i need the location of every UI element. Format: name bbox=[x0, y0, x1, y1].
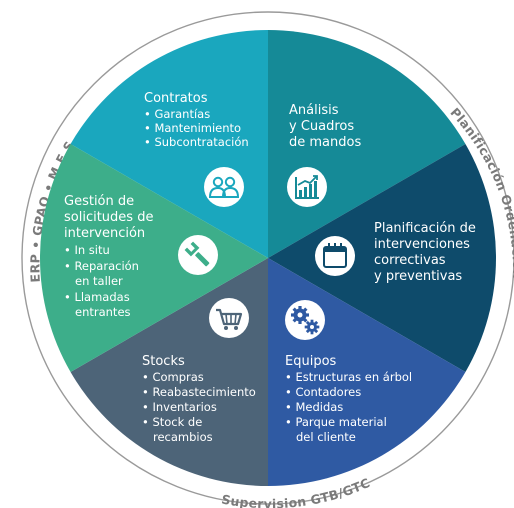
planificacion-title: correctivas bbox=[374, 253, 446, 268]
gestion-item: • Reparación bbox=[64, 259, 139, 273]
stocks-item: • Stock de bbox=[142, 415, 202, 429]
cart-icon bbox=[209, 298, 249, 338]
bar-chart-icon bbox=[287, 167, 327, 207]
equipos-item: • Contadores bbox=[285, 385, 361, 399]
analisis-title: y Cuadros bbox=[289, 119, 354, 134]
segment-planificacion bbox=[268, 144, 496, 372]
stocks-item: • Compras bbox=[142, 370, 204, 384]
contratos-item: • Garantías bbox=[144, 107, 210, 121]
contratos-title: Contratos bbox=[144, 91, 208, 106]
analisis-title: Análisis bbox=[289, 103, 339, 118]
gestion-item-cont: entrantes bbox=[75, 305, 131, 319]
equipos-title: Equipos bbox=[285, 354, 337, 369]
gestion-title: Gestión de bbox=[64, 194, 134, 209]
calendar-icon bbox=[315, 236, 355, 276]
users-icon bbox=[204, 167, 244, 207]
stocks-item-cont: recambios bbox=[153, 430, 213, 444]
gears-icon bbox=[285, 300, 325, 340]
outer-ring bbox=[21, 11, 514, 505]
planificacion-title: intervenciones bbox=[374, 237, 470, 252]
contratos-item: • Mantenimiento bbox=[144, 121, 241, 135]
segment-gestion bbox=[40, 144, 269, 372]
stocks-title: Stocks bbox=[142, 354, 185, 369]
gestion-title: intervención bbox=[64, 226, 145, 241]
stocks-item: • Inventarios bbox=[142, 400, 217, 414]
gestion-item: • In situ bbox=[64, 243, 110, 257]
wrench-icon bbox=[178, 235, 218, 275]
equipos-item: • Estructuras en árbol bbox=[285, 370, 412, 384]
gestion-title: solicitudes de bbox=[64, 210, 153, 225]
equipos-item: • Medidas bbox=[285, 400, 343, 414]
gestion-item: • Llamadas bbox=[64, 290, 130, 304]
planificacion-title: y preventivas bbox=[374, 269, 462, 284]
planificacion-title: Planificación de bbox=[374, 221, 476, 236]
analisis-title: de mandos bbox=[289, 135, 361, 150]
equipos-item: • Parque material bbox=[285, 415, 387, 429]
gestion-item-cont: en taller bbox=[75, 274, 123, 288]
contratos-item: • Subcontratación bbox=[144, 135, 249, 149]
stocks-item: • Reabastecimiento bbox=[142, 385, 256, 399]
equipos-item-cont: del cliente bbox=[296, 430, 356, 444]
